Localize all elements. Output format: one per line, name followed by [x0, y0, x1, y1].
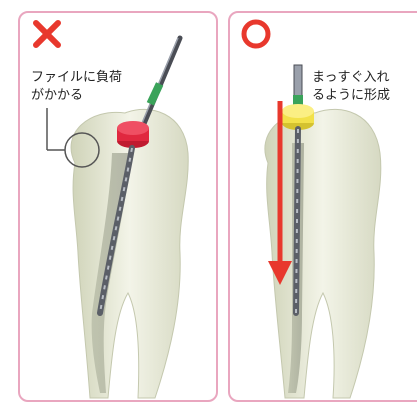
caption-line: るように形成 — [312, 87, 390, 105]
caption-line: ファイルに負荷 — [31, 69, 122, 87]
circle-icon — [240, 18, 272, 54]
caption-line: まっすぐ入れ — [312, 69, 390, 87]
caption-line: がかかる — [31, 87, 122, 105]
cross-icon — [32, 19, 62, 53]
incorrect-caption: ファイルに負荷 がかかる — [31, 69, 122, 105]
correct-panel: まっすぐ入れ るように形成 — [228, 11, 417, 402]
correct-caption: まっすぐ入れ るように形成 — [312, 69, 390, 105]
incorrect-panel: ファイルに負荷 がかかる — [18, 11, 218, 402]
